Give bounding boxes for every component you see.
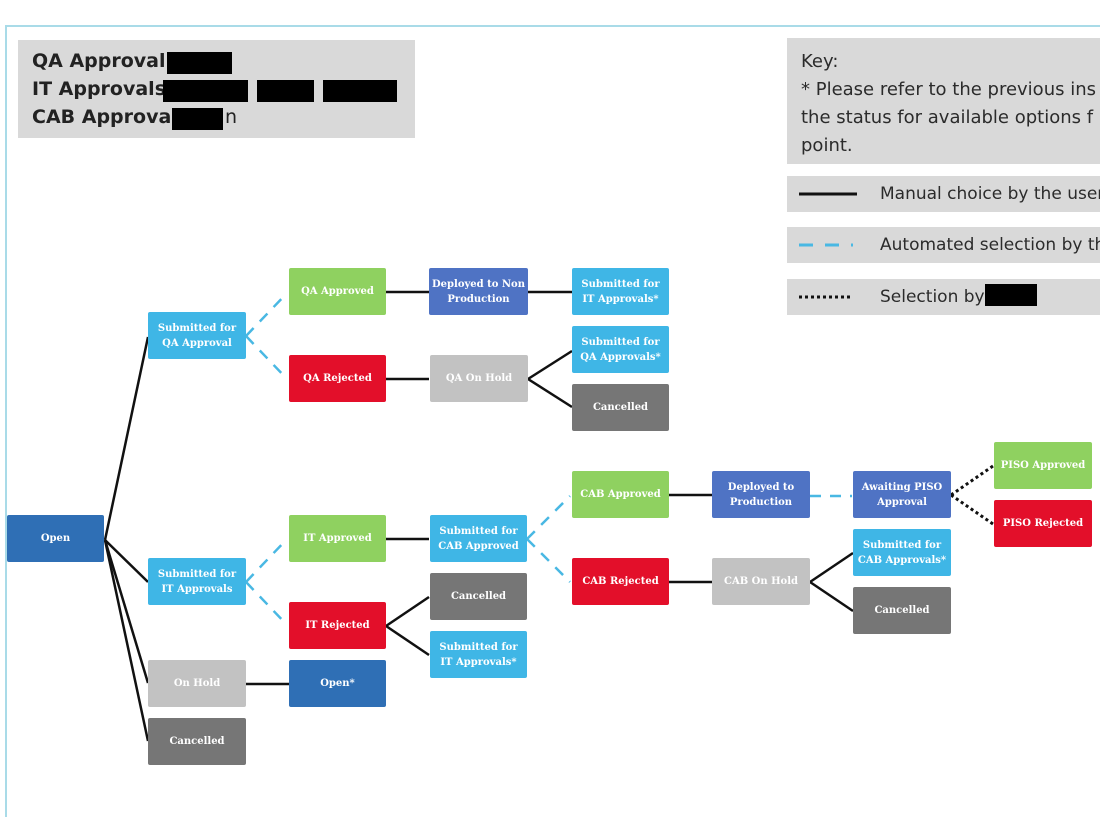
- key-note-line: the status for available options f: [801, 107, 1094, 128]
- node-qa-approved: QA Approved: [289, 268, 386, 315]
- key-selection-label: Selection by: [880, 287, 985, 307]
- redaction: [167, 52, 232, 74]
- cab-approval-tail: n: [225, 106, 238, 128]
- cab-approval-label: CAB Approval:: [32, 106, 186, 128]
- node-submitted-cab-approvals-star: Submitted for CAB Approvals*: [853, 529, 951, 576]
- key-automated-label: Automated selection by the: [880, 235, 1100, 255]
- node-piso-approved: PISO Approved: [994, 442, 1092, 489]
- redaction: [172, 108, 223, 130]
- redaction: [985, 284, 1037, 306]
- redaction: [323, 80, 397, 102]
- node-submitted-it-approvals-star-2: Submitted for IT Approvals*: [430, 631, 527, 678]
- node-submitted-qa-approval: Submitted for QA Approval: [148, 312, 246, 359]
- key-box: Key: * Please refer to the previous ins …: [787, 38, 1100, 164]
- node-deployed-non-production: Deployed to Non Production: [429, 268, 528, 315]
- key-note-line: * Please refer to the previous ins: [801, 79, 1096, 100]
- key-title: Key:: [801, 51, 839, 72]
- solid-line-icon: [799, 192, 857, 196]
- node-piso-rejected: PISO Rejected: [994, 500, 1092, 547]
- node-cancelled-it: Cancelled: [430, 573, 527, 620]
- node-cancelled-open: Cancelled: [148, 718, 246, 765]
- node-awaiting-piso-approval: Awaiting PISO Approval: [853, 471, 951, 518]
- node-cancelled-cab: Cancelled: [853, 587, 951, 634]
- node-open-star: Open*: [289, 660, 386, 707]
- it-approvals-label: IT Approvals:: [32, 78, 174, 100]
- node-on-hold: On Hold: [148, 660, 246, 707]
- node-cab-on-hold: CAB On Hold: [712, 558, 810, 605]
- node-submitted-cab-approved: Submitted for CAB Approved: [430, 515, 527, 562]
- node-qa-rejected: QA Rejected: [289, 355, 386, 402]
- key-selection-row: Selection by: [787, 279, 1100, 315]
- node-submitted-it-approvals: Submitted for IT Approvals: [148, 558, 246, 605]
- dashed-line-icon: [799, 243, 853, 247]
- node-it-approved: IT Approved: [289, 515, 386, 562]
- dotted-line-icon: [799, 295, 853, 299]
- node-cab-rejected: CAB Rejected: [572, 558, 669, 605]
- key-manual-row: Manual choice by the user: [787, 176, 1100, 212]
- diagram-frame: [5, 25, 1100, 817]
- redaction: [163, 80, 248, 102]
- node-open: Open: [7, 515, 104, 562]
- key-automated-row: Automated selection by the: [787, 227, 1100, 263]
- node-cab-approved: CAB Approved: [572, 471, 669, 518]
- node-submitted-qa-approvals-star: Submitted for QA Approvals*: [572, 326, 669, 373]
- node-it-rejected: IT Rejected: [289, 602, 386, 649]
- node-qa-on-hold: QA On Hold: [430, 355, 528, 402]
- key-manual-label: Manual choice by the user: [880, 184, 1100, 204]
- node-submitted-it-approvals-star: Submitted for IT Approvals*: [572, 268, 669, 315]
- approvals-box: QA Approval: IT Approvals: CAB Approval:…: [18, 40, 415, 138]
- redaction: [257, 80, 314, 102]
- node-cancelled-qa: Cancelled: [572, 384, 669, 431]
- key-note-line: point.: [801, 135, 853, 156]
- node-deployed-production: Deployed to Production: [712, 471, 810, 518]
- qa-approval-label: QA Approval:: [32, 50, 174, 72]
